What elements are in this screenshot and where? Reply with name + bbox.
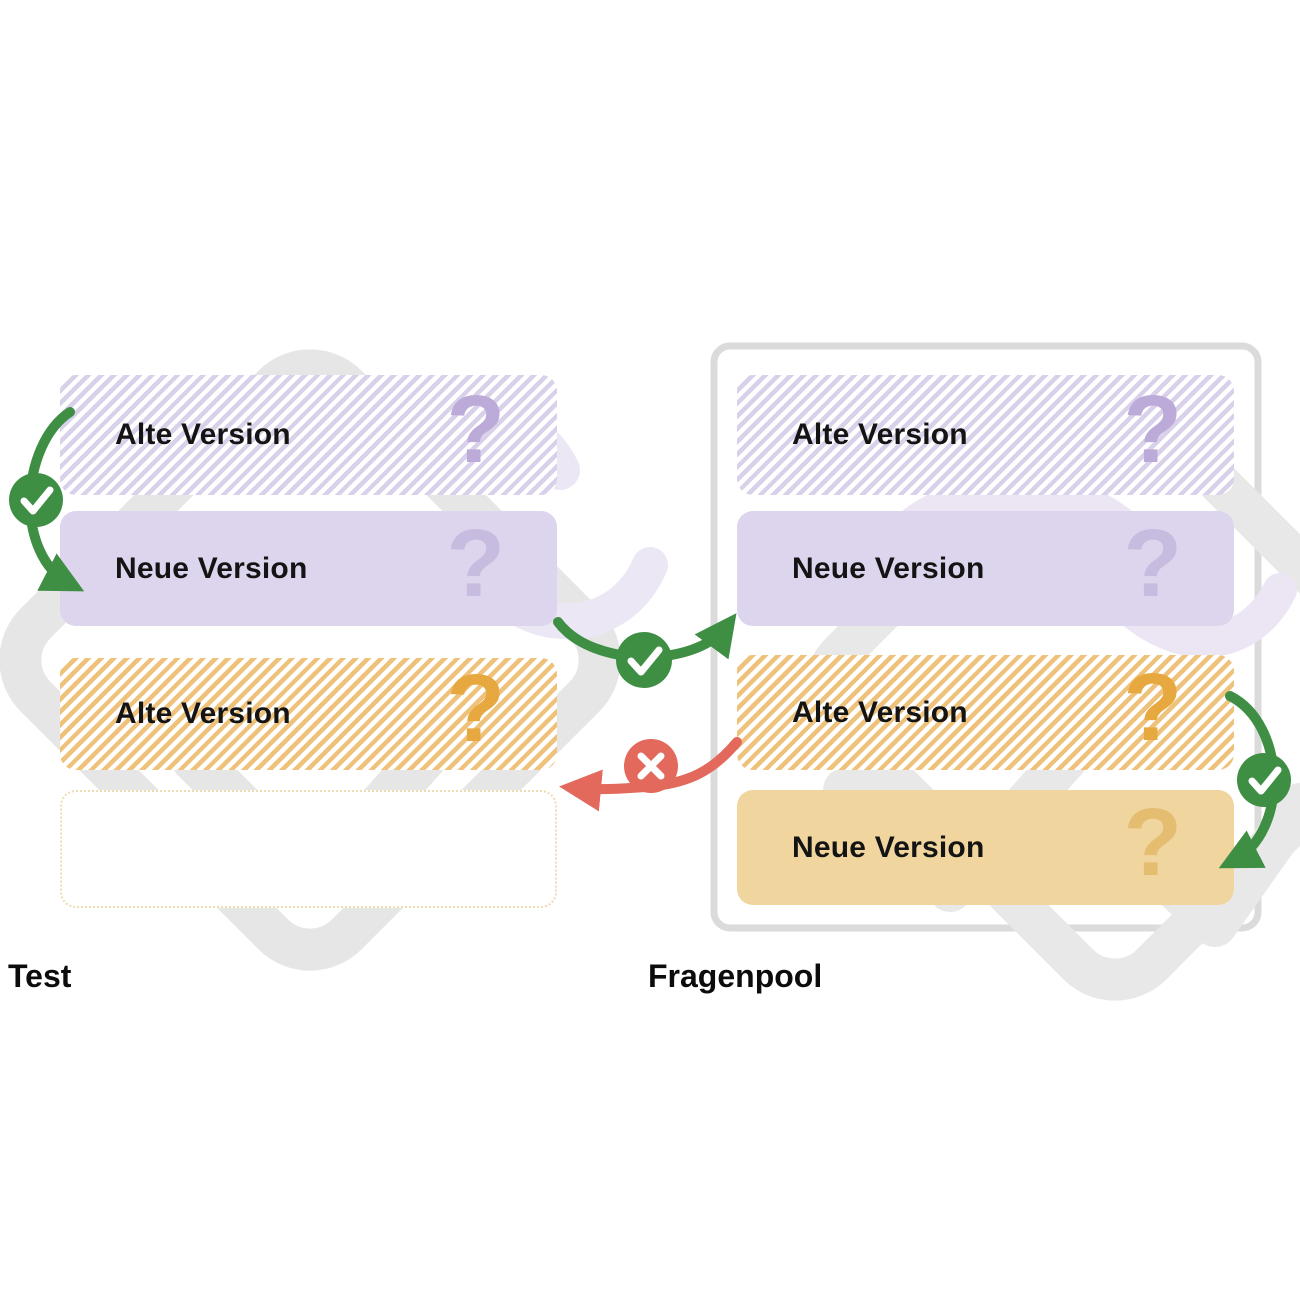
box-label: Alte Version — [115, 418, 291, 451]
test-box-empty — [60, 790, 557, 908]
test-box-alte-version-purple: Alte Version ? — [60, 375, 557, 495]
box-label: Alte Version — [115, 697, 291, 730]
question-mark-icon: ? — [446, 376, 505, 484]
box-label: Alte Version — [792, 695, 968, 729]
check-icon — [9, 473, 63, 527]
question-mark-icon: ? — [1123, 376, 1182, 484]
pool-box-alte-version-purple: Alte Version ? — [737, 375, 1234, 495]
test-column-label: Test — [8, 958, 72, 994]
box-label: Alte Version — [792, 418, 968, 451]
box-label: Neue Version — [792, 551, 985, 585]
pool-box-alte-version-orange: Alte Version ? — [737, 655, 1234, 770]
fragenpool-column-label: Fragenpool — [648, 958, 823, 994]
check-icon — [616, 632, 672, 688]
cross-icon — [624, 739, 678, 793]
test-box-neue-version-purple: Neue Version ? — [60, 511, 557, 626]
check-icon — [1237, 753, 1291, 807]
test-box-alte-version-orange: Alte Version ? — [60, 658, 557, 770]
question-mark-icon: ? — [1123, 509, 1182, 617]
question-mark-icon: ? — [1123, 653, 1182, 761]
box-label: Neue Version — [792, 830, 985, 864]
question-mark-icon: ? — [446, 655, 505, 763]
pool-box-neue-version-purple: Neue Version ? — [737, 511, 1234, 626]
pool-box-neue-version-orange: Neue Version ? — [737, 790, 1234, 905]
question-mark-icon: ? — [446, 509, 505, 617]
question-mark-icon: ? — [1123, 788, 1182, 896]
box-label: Neue Version — [115, 551, 308, 585]
